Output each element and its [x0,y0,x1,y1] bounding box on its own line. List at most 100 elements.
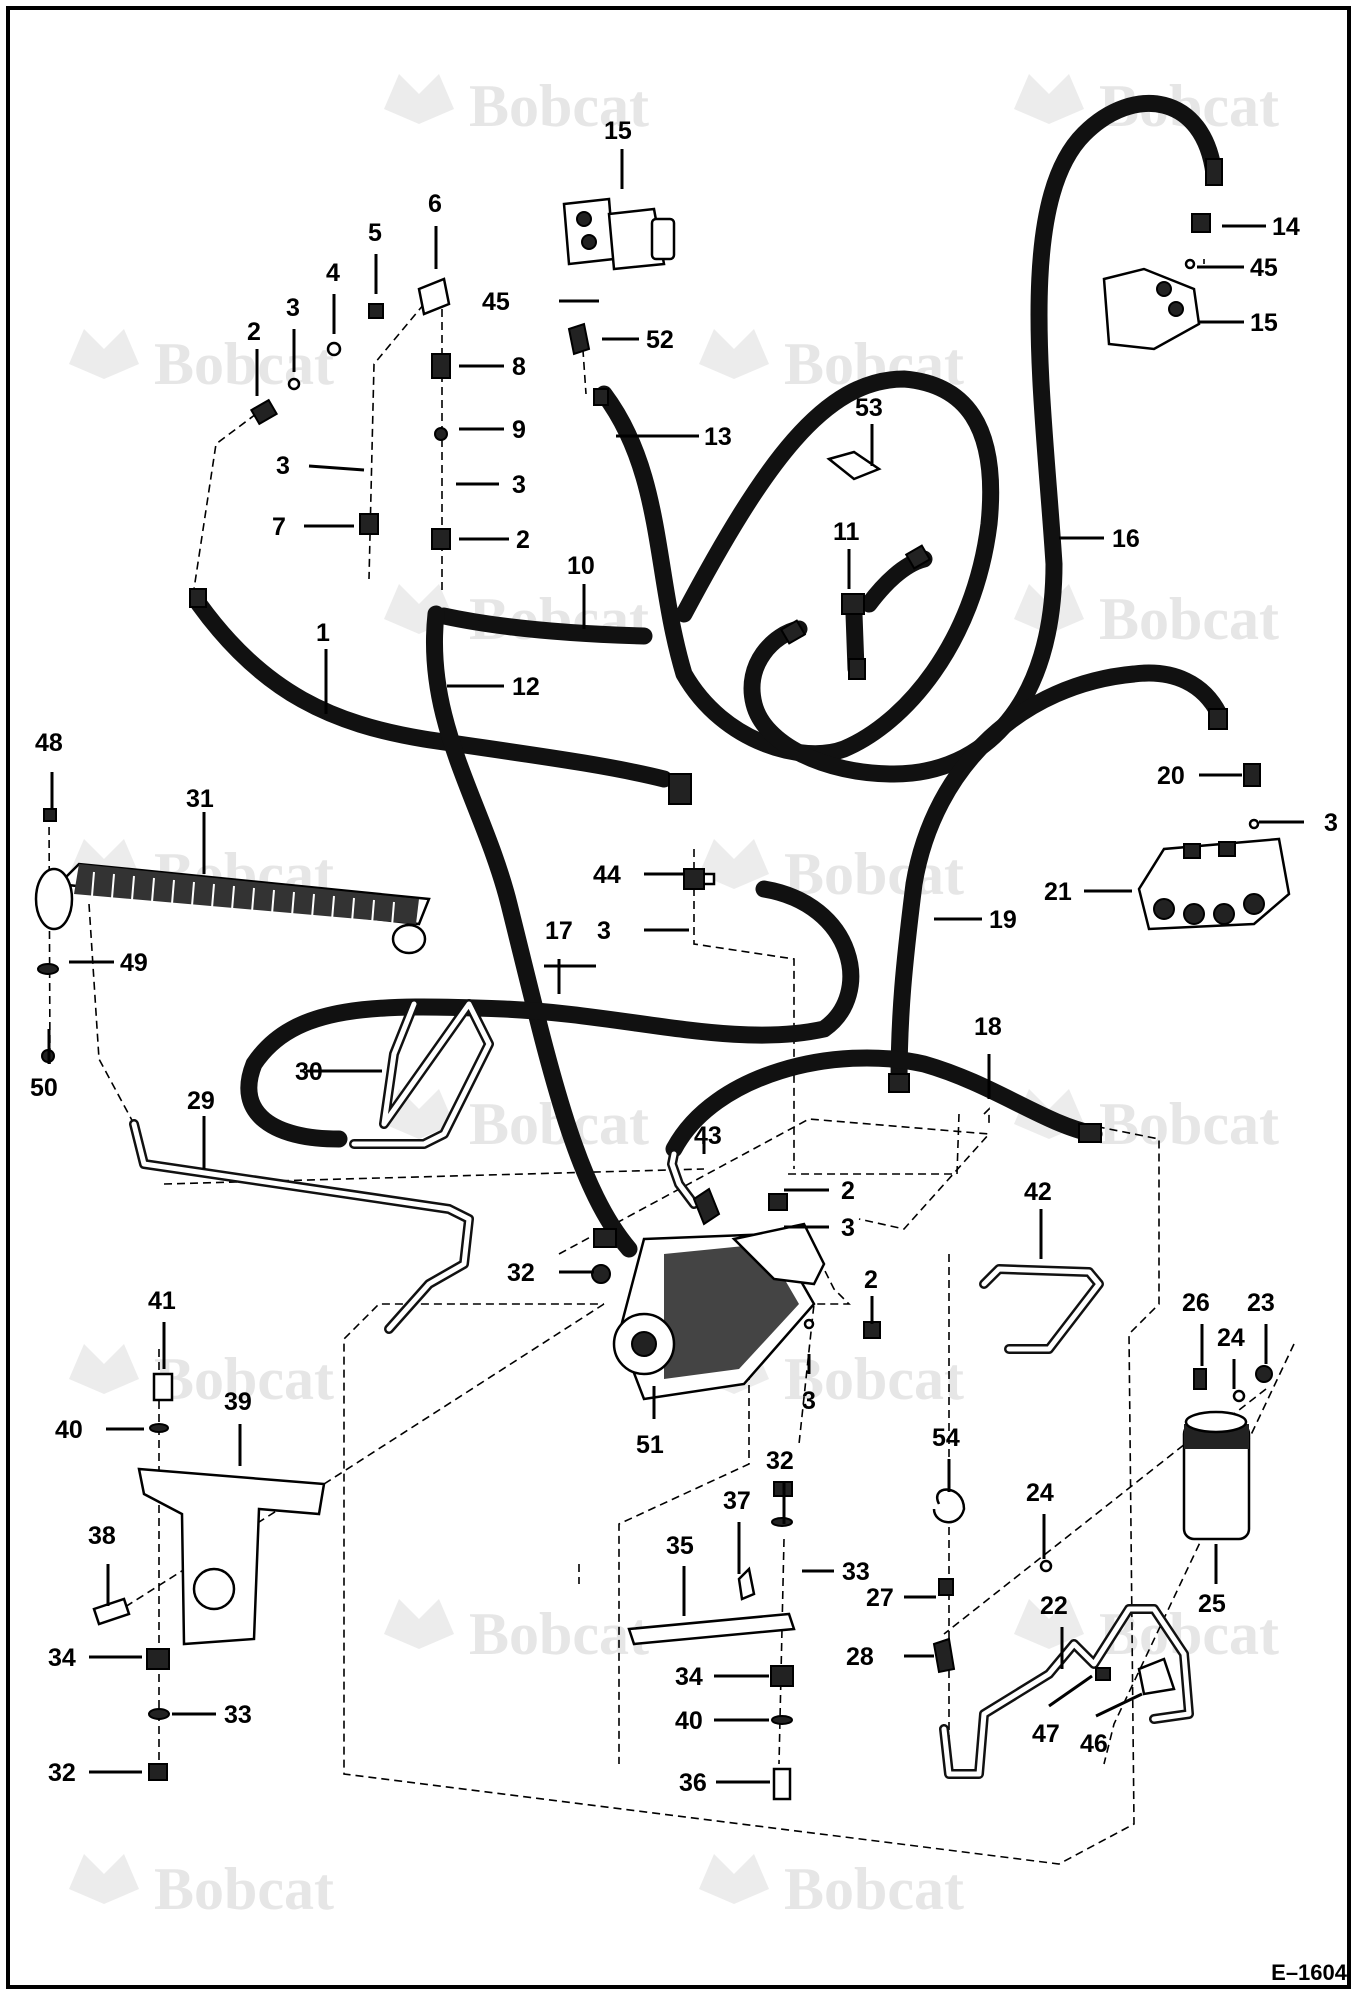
control-valve-icon [1137,837,1291,931]
callout-32: 32 [766,1447,794,1475]
callout-3: 3 [841,1214,855,1242]
watermark-logo-icon [699,1854,769,1904]
watermark-logo-icon [69,329,139,379]
callout-33: 33 [842,1558,870,1586]
callout-11: 11 [833,518,860,546]
callout-32: 32 [48,1759,76,1787]
callout-13: 13 [704,423,732,451]
callout-31: 31 [186,785,214,813]
callout-39: 39 [224,1388,252,1416]
callout-21: 21 [1044,878,1072,906]
watermark-text: Bobcat [154,1856,334,1922]
callout-35: 35 [666,1532,694,1560]
callout-48: 48 [35,729,63,757]
hose-1 [190,595,673,788]
parts [34,158,1291,1801]
callout-52: 52 [646,326,674,354]
callout-47: 47 [1032,1720,1060,1748]
hose-13 [595,370,1000,763]
callout-41: 41 [148,1287,176,1315]
callout-8: 8 [512,353,526,381]
watermark-text: Bobcat [1099,586,1279,652]
hose-19 [890,664,1228,1093]
callout-50: 50 [30,1074,58,1102]
watermark-text: Bobcat [1099,1091,1279,1157]
rigid-tubes [129,999,1194,1779]
hydraulic-motor-icon [1102,267,1201,351]
callout-2: 2 [841,1177,855,1205]
callout-37: 37 [723,1487,751,1515]
callout-40: 40 [675,1707,703,1735]
callout-44: 44 [593,861,621,889]
callout-3: 3 [597,917,611,945]
hydrostatic-pump-icon [612,1222,826,1401]
watermark-logo-icon [1014,1599,1084,1649]
callout-6: 6 [428,190,442,218]
watermark-logo-icon [699,329,769,379]
callout-22: 22 [1040,1592,1068,1620]
hose-clamp-icon [826,450,882,481]
callout-16: 16 [1112,525,1140,553]
hydraulic-hose-diagram: Bobcat Bobcat Bobcat Bobcat Bobcat Bobca… [30,73,1338,1922]
callout-15: 15 [604,117,632,145]
callout-36: 36 [679,1769,707,1797]
hydraulic-motor-icon [562,197,676,271]
callout-20: 20 [1157,762,1185,790]
callout-45: 45 [1250,254,1278,282]
watermark-text: Bobcat [784,841,964,907]
drawing-code: E–1604 [1271,1960,1347,1985]
callout-10: 10 [567,552,595,580]
callout-2: 2 [247,318,261,346]
watermark-grid: Bobcat Bobcat Bobcat Bobcat Bobcat Bobca… [69,73,1279,1922]
callout-3: 3 [286,294,300,322]
callout-43: 43 [694,1122,722,1150]
callout-3: 3 [1324,809,1338,837]
watermark-text: Bobcat [469,1601,649,1667]
callout-3: 3 [276,452,290,480]
callout-30: 30 [295,1058,323,1086]
callout-26: 26 [1182,1289,1210,1317]
watermark-text: Bobcat [469,73,649,139]
callout-49: 49 [120,949,148,977]
watermark-text: Bobcat [154,1346,334,1412]
callout-7: 7 [272,513,286,541]
callout-34: 34 [675,1663,703,1691]
callout-3: 3 [802,1387,816,1415]
callout-3: 3 [512,471,526,499]
hose-12 [426,605,638,1258]
callout-labels: 2 3 4 5 6 3 7 8 9 3 2 10 15 45 52 13 12 … [30,117,1338,1797]
callout-25: 25 [1198,1590,1226,1618]
callout-32: 32 [507,1259,535,1287]
callout-17: 17 [545,917,573,945]
hose-assemblies [190,94,1228,1258]
callout-46: 46 [1080,1730,1108,1758]
callout-19: 19 [989,906,1017,934]
callout-40: 40 [55,1416,83,1444]
callout-9: 9 [512,416,526,444]
oil-cooler-icon [34,862,431,955]
hose-17 [240,880,860,1148]
callout-5: 5 [368,219,382,247]
diagram-frame: Bobcat Bobcat Bobcat Bobcat Bobcat Bobca… [6,6,1351,1989]
callout-2: 2 [864,1266,878,1294]
callout-29: 29 [187,1087,215,1115]
hydraulic-filter-icon [1182,1410,1251,1541]
mounting-bracket-icon [137,1467,326,1646]
callout-24: 24 [1217,1324,1245,1352]
callout-38: 38 [88,1522,116,1550]
callout-24: 24 [1026,1479,1054,1507]
watermark-text: Bobcat [784,1856,964,1922]
callout-42: 42 [1024,1178,1052,1206]
watermark-logo-icon [699,839,769,889]
hose-10 [435,607,653,645]
fittings [37,158,1273,1801]
watermark-logo-icon [384,1599,454,1649]
callout-15: 15 [1250,309,1278,337]
callout-2: 2 [516,526,530,554]
callout-12: 12 [512,673,540,701]
watermark-logo-icon [69,1344,139,1394]
watermark-logo-icon [384,74,454,124]
hose-18 [665,1049,1103,1158]
callout-33: 33 [224,1701,252,1729]
callout-28: 28 [846,1643,874,1671]
